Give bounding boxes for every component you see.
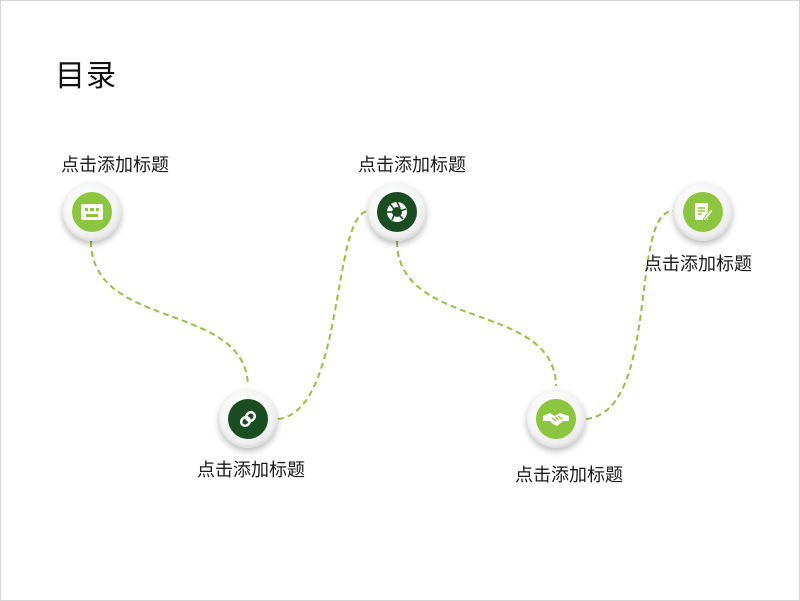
page-title: 目录: [55, 59, 117, 94]
aperture-icon: [377, 192, 417, 232]
item-4-node[interactable]: [527, 390, 585, 448]
item-3-node[interactable]: [368, 183, 426, 241]
item-4-title[interactable]: 点击添加标题: [515, 465, 623, 486]
item-1-title[interactable]: 点击添加标题: [61, 155, 169, 176]
item-2-title[interactable]: 点击添加标题: [197, 460, 305, 481]
item-5-node[interactable]: [674, 183, 732, 241]
item-2-node[interactable]: [219, 390, 277, 448]
document-edit-icon: [683, 192, 723, 232]
item-1-node[interactable]: [63, 183, 121, 241]
item-3-title[interactable]: 点击添加标题: [358, 155, 466, 176]
handshake-icon: [536, 399, 576, 439]
item-5-title[interactable]: 点击添加标题: [644, 254, 752, 275]
link-icon: [228, 399, 268, 439]
keyboard-icon: [72, 192, 112, 232]
